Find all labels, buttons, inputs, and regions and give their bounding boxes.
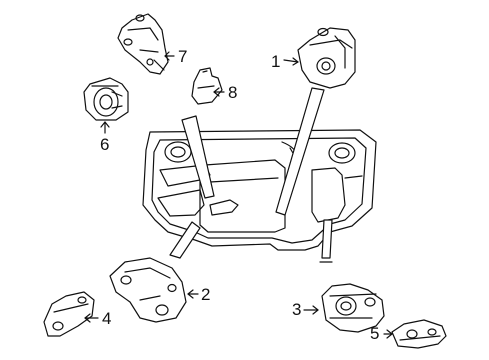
- shield-part-8: [192, 68, 222, 104]
- pointer-wedges: [170, 88, 332, 262]
- callout-2-label: 2: [201, 285, 211, 304]
- mount-part-6: [84, 78, 128, 120]
- mount-part-3: [322, 284, 384, 332]
- mount-part-1: [298, 28, 355, 88]
- callout-4-label: 4: [102, 309, 112, 328]
- callout-8-label: 8: [228, 83, 238, 102]
- engine-cradle: [143, 130, 376, 250]
- bracket-part-4: [44, 292, 94, 336]
- callout-5-label: 5: [370, 324, 380, 343]
- callout-7-label: 7: [178, 47, 188, 66]
- callout-1-label: 1: [271, 52, 281, 71]
- leader-lines: [85, 52, 392, 338]
- bracket-part-7: [118, 14, 168, 74]
- mount-part-5: [392, 320, 446, 348]
- callout-3-label: 3: [292, 300, 302, 319]
- mount-part-2: [110, 258, 186, 322]
- callout-6-label: 6: [100, 135, 110, 154]
